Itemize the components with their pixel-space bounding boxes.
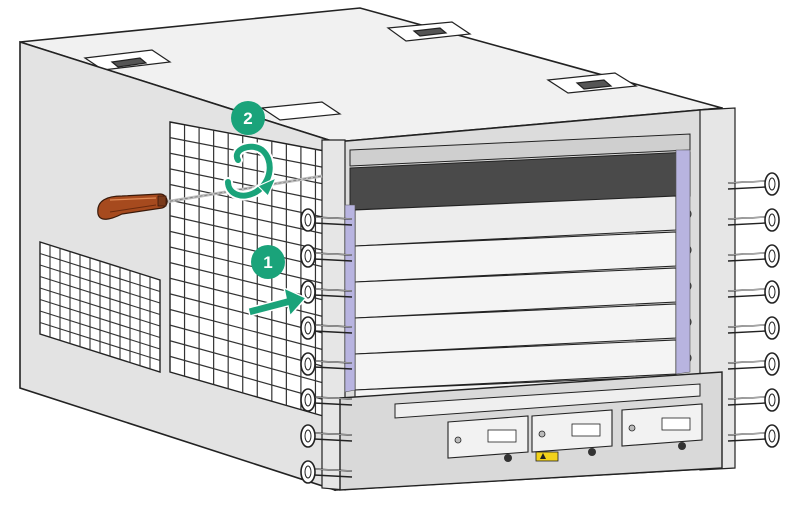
card-handle[interactable] — [300, 316, 353, 340]
card-handle[interactable] — [300, 208, 353, 232]
card-handle[interactable] — [300, 424, 353, 448]
card-handle[interactable] — [300, 388, 353, 412]
slot-rail-right — [675, 149, 691, 375]
top-handle-4 — [260, 101, 342, 121]
power-supply-units — [447, 403, 703, 462]
power-supply-unit — [621, 403, 703, 450]
power-supply-bay — [339, 371, 723, 491]
slot-rail-left — [344, 204, 356, 393]
card-handle[interactable] — [727, 244, 780, 268]
card-handles-left — [300, 208, 353, 484]
arrow-right-icon — [247, 286, 308, 318]
card-handle[interactable] — [300, 244, 353, 268]
card-handle[interactable] — [727, 172, 780, 196]
step-badge-1: 1 — [251, 245, 285, 279]
card-handle[interactable] — [300, 280, 353, 304]
step-number-1: 1 — [263, 253, 272, 272]
warning-icon — [535, 451, 559, 462]
screwdriver-icon — [97, 174, 323, 220]
step-number-2: 2 — [243, 109, 252, 128]
card-handle[interactable] — [727, 280, 780, 304]
card-handle[interactable] — [727, 424, 780, 448]
top-handle-3 — [546, 72, 638, 94]
card-handle[interactable] — [727, 316, 780, 340]
step-badge-2: 2 — [231, 101, 265, 135]
card-handle[interactable] — [727, 388, 780, 412]
card-handle[interactable] — [727, 352, 780, 376]
card-handle[interactable] — [727, 208, 780, 232]
top-handle-2 — [386, 21, 472, 42]
card-handles-right — [727, 172, 780, 448]
card-handle[interactable] — [300, 352, 353, 376]
power-supply-unit — [447, 415, 529, 462]
card-handle[interactable] — [300, 460, 353, 484]
rotate-clockwise-icon — [223, 141, 278, 201]
power-supply-unit — [531, 409, 613, 456]
side-vent-small — [39, 241, 161, 373]
